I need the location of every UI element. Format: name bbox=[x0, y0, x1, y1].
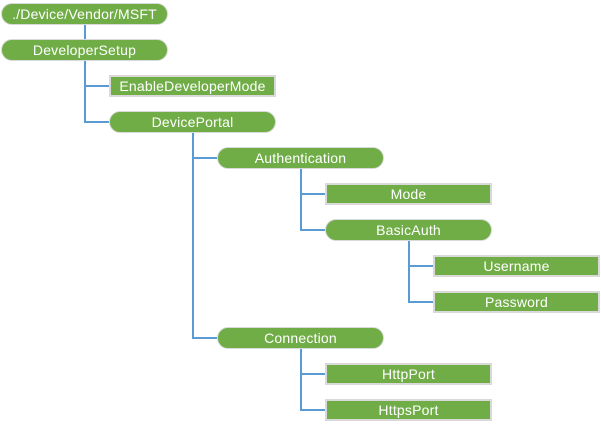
connector-basicauth-stem bbox=[407, 241, 410, 303]
connector-authentication-to-mode bbox=[299, 193, 325, 195]
tree-node-httpsport: HttpsPort bbox=[325, 399, 492, 421]
tree-node-username: Username bbox=[433, 255, 600, 277]
connector-developersetup-to-enabledevelopermode bbox=[83, 85, 109, 87]
tree-node-authentication: Authentication bbox=[217, 147, 384, 169]
tree-node-password: Password bbox=[433, 291, 600, 313]
connector-connection-to-httpsport bbox=[299, 409, 325, 411]
tree-node-enabledevelopermode: EnableDeveloperMode bbox=[109, 75, 276, 97]
tree-node-mode: Mode bbox=[325, 183, 492, 205]
tree-node-basicauth: BasicAuth bbox=[325, 219, 492, 241]
connector-deviceportal-to-connection bbox=[191, 337, 217, 339]
connector-connection-stem bbox=[299, 349, 302, 411]
tree-node-connection: Connection bbox=[217, 327, 384, 349]
tree-node-msft: ./Device/Vendor/MSFT bbox=[1, 3, 168, 25]
connector-developersetup-to-deviceportal bbox=[83, 121, 109, 123]
tree-node-deviceportal: DevicePortal bbox=[109, 111, 276, 133]
connector-basicauth-to-password bbox=[407, 301, 433, 303]
connector-connection-to-httpport bbox=[299, 373, 325, 375]
connector-deviceportal-to-authentication bbox=[191, 157, 217, 159]
connector-authentication-stem bbox=[299, 169, 302, 231]
connector-deviceportal-stem bbox=[191, 133, 194, 339]
tree-node-developersetup: DeveloperSetup bbox=[1, 39, 168, 61]
connector-authentication-to-basicauth bbox=[299, 229, 325, 231]
connector-developersetup-stem bbox=[83, 61, 86, 123]
connector-basicauth-to-username bbox=[407, 265, 433, 267]
connector-msft-stem bbox=[83, 25, 86, 39]
tree-node-httpport: HttpPort bbox=[325, 363, 492, 385]
